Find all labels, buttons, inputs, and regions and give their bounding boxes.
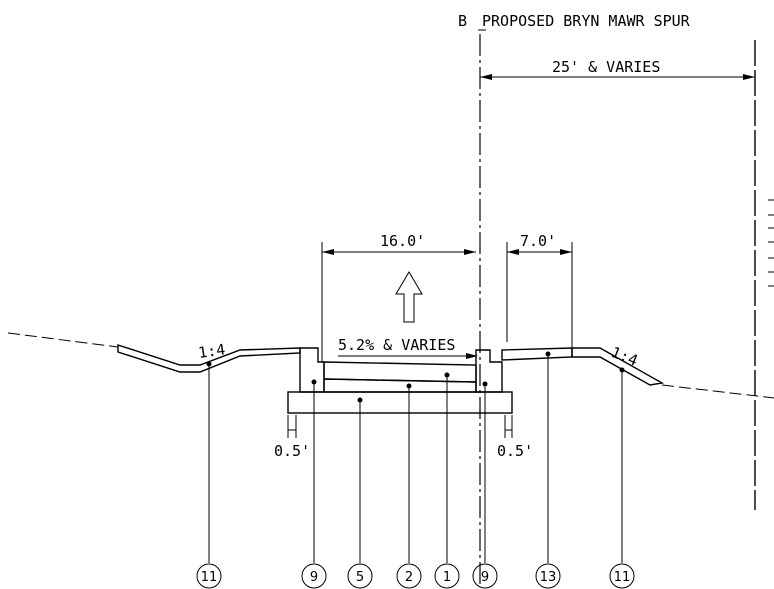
svg-text:11: 11 bbox=[614, 570, 631, 585]
svg-text:5: 5 bbox=[356, 570, 364, 585]
right-side-slope bbox=[571, 347, 665, 386]
svg-text:1: 1 bbox=[443, 570, 451, 585]
callout-9-right: 9 bbox=[472, 563, 498, 589]
dimension-right-offset: 0.5' bbox=[497, 415, 533, 460]
right-curb bbox=[475, 349, 503, 393]
dimension-left-offset-label: 0.5' bbox=[274, 442, 310, 460]
svg-text:11: 11 bbox=[201, 570, 218, 585]
svg-text:9: 9 bbox=[481, 570, 489, 585]
dimension-left-offset: 0.5' bbox=[274, 415, 310, 460]
existing-ground-right bbox=[661, 384, 774, 399]
sidewalk bbox=[501, 347, 573, 361]
existing-ground-left bbox=[7, 332, 119, 348]
dimension-right-width-label: 25' & VARIES bbox=[552, 58, 660, 76]
callout-9-left: 9 bbox=[301, 563, 327, 589]
callout-5: 5 bbox=[347, 563, 373, 589]
dimension-right-offset-label: 0.5' bbox=[497, 442, 533, 460]
dimension-pavement-width: 16.0' bbox=[321, 232, 476, 362]
pavement-subbase bbox=[287, 391, 513, 414]
leaders bbox=[206, 351, 625, 563]
pavement-base-course bbox=[323, 378, 477, 393]
centerline-label-group: B PROPOSED BRYN MAWR SPUR bbox=[458, 12, 691, 31]
dimension-right-width: 25' & VARIES bbox=[480, 58, 755, 80]
callout-13: 13 bbox=[535, 563, 561, 589]
callout-11-right: 11 bbox=[609, 563, 635, 589]
dimension-sidewalk-width-label: 7.0' bbox=[520, 232, 556, 250]
callout-1: 1 bbox=[434, 563, 460, 589]
callout-2: 2 bbox=[396, 563, 422, 589]
cross-slope-label: 5.2% & VARIES bbox=[338, 336, 455, 354]
left-curb bbox=[299, 347, 325, 393]
dimension-sidewalk-width: 7.0' bbox=[506, 232, 573, 348]
right-slope-ratio: 1:4 bbox=[609, 343, 641, 370]
cross-slope-label-group: 5.2% & VARIES bbox=[338, 336, 478, 359]
centerline-label: PROPOSED BRYN MAWR SPUR bbox=[482, 12, 691, 30]
svg-text:2: 2 bbox=[405, 570, 413, 585]
dimension-pavement-width-label: 16.0' bbox=[380, 232, 425, 250]
direction-arrow-icon bbox=[395, 271, 423, 323]
callout-11-left: 11 bbox=[196, 563, 222, 589]
centerline-symbol: B bbox=[458, 12, 467, 30]
svg-text:9: 9 bbox=[310, 570, 318, 585]
right-boundary-marks bbox=[768, 199, 774, 287]
svg-text:13: 13 bbox=[540, 570, 557, 585]
left-slope-ratio: 1:4 bbox=[197, 340, 226, 362]
